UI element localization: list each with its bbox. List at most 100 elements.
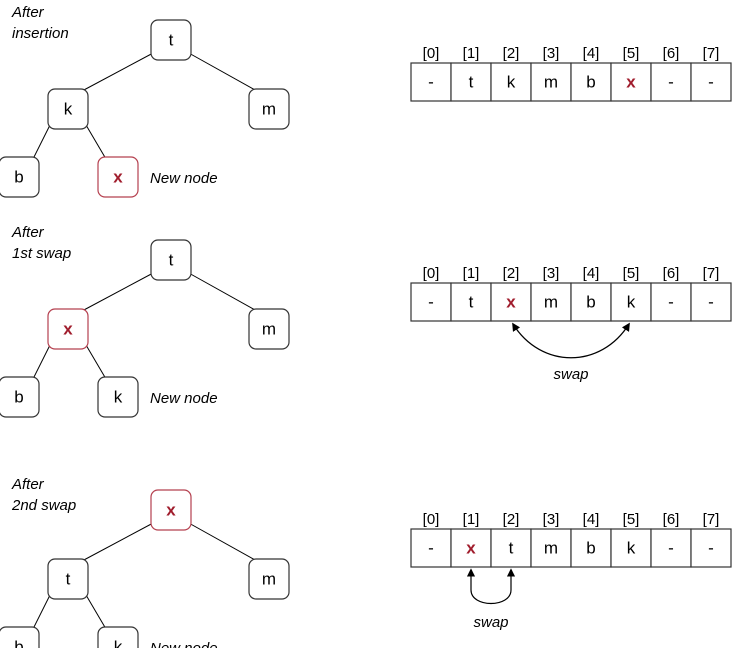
node-box xyxy=(97,376,139,418)
new-node-label: New node xyxy=(150,640,218,648)
swap-label: swap xyxy=(473,614,508,631)
array-cell xyxy=(570,282,612,322)
caption-line: After xyxy=(11,224,45,241)
array-cell-value: x xyxy=(626,73,636,92)
node-box xyxy=(150,489,192,531)
node-label: b xyxy=(14,388,23,407)
tree-node-left-right: k xyxy=(97,626,139,648)
array-cell-value: k xyxy=(627,539,636,558)
array-cell-value: - xyxy=(668,293,674,312)
array-cell xyxy=(490,62,532,102)
tree-node-left-left: b xyxy=(0,156,40,198)
tree-node-left: k xyxy=(47,88,89,130)
node-box xyxy=(47,88,89,130)
tree-edge xyxy=(85,344,107,380)
array-cell-value: b xyxy=(586,539,595,558)
swap-label: swap xyxy=(553,366,588,383)
array-cell xyxy=(690,62,732,102)
array-index-label: [5] xyxy=(623,45,640,62)
array-cell xyxy=(610,62,652,102)
node-box xyxy=(0,376,40,418)
array-cell-value: - xyxy=(668,73,674,92)
node-label: b xyxy=(14,638,23,648)
array-cell-value: t xyxy=(469,293,474,312)
array-cell xyxy=(410,282,452,322)
array-index-label: [2] xyxy=(503,265,520,282)
tree-node-left-right: k xyxy=(97,376,139,418)
array-index-label: [6] xyxy=(663,511,680,528)
tree-edge xyxy=(81,271,156,312)
array-cell-value: b xyxy=(586,73,595,92)
tree-node-right: m xyxy=(248,88,290,130)
array-index-label: [0] xyxy=(423,511,440,528)
node-label: t xyxy=(169,31,174,50)
array-index-label: [0] xyxy=(423,45,440,62)
array-cell-value: k xyxy=(627,293,636,312)
array-cell xyxy=(450,528,492,568)
tree-node-left-right: x xyxy=(97,156,139,198)
array-index-label: [1] xyxy=(463,511,480,528)
node-label: t xyxy=(66,570,71,589)
tree-node-root: t xyxy=(150,19,192,61)
array-cell xyxy=(450,62,492,102)
new-node-label: New node xyxy=(150,170,218,187)
node-box xyxy=(0,156,40,198)
array-index-label: [7] xyxy=(703,511,720,528)
array-index-label: [7] xyxy=(703,265,720,282)
heap-array: [0]-[1]t[2]k[3]m[4]b[5]x[6]-[7]- xyxy=(410,45,732,102)
array-cell-value: x xyxy=(466,539,476,558)
array-cell-value: - xyxy=(708,73,714,92)
array-cell-value: - xyxy=(428,73,434,92)
array-cell-value: - xyxy=(428,293,434,312)
tree-node-left-left: b xyxy=(0,626,40,648)
tree-edge xyxy=(85,124,107,160)
array-cell-value: - xyxy=(668,539,674,558)
new-node-label: New node xyxy=(150,390,218,407)
swap-arrow xyxy=(466,568,516,604)
tree-edge xyxy=(186,521,258,562)
tree-node-root: t xyxy=(150,239,192,281)
node-box xyxy=(97,626,139,648)
array-index-label: [3] xyxy=(543,511,560,528)
node-box xyxy=(248,558,290,600)
tree-edge xyxy=(186,271,258,312)
node-box xyxy=(97,156,139,198)
array-index-label: [4] xyxy=(583,265,600,282)
tree-node-right: m xyxy=(248,558,290,600)
tree-edge xyxy=(32,124,51,160)
array-cell-value: k xyxy=(507,73,516,92)
tree-node-right: m xyxy=(248,308,290,350)
tree-edge xyxy=(32,344,51,380)
node-box xyxy=(47,308,89,350)
node-label: x xyxy=(166,501,176,520)
array-cell-value: - xyxy=(428,539,434,558)
array-cell-value: m xyxy=(544,73,558,92)
node-box xyxy=(47,558,89,600)
node-box xyxy=(248,88,290,130)
node-box xyxy=(0,626,40,648)
array-index-label: [0] xyxy=(423,265,440,282)
array-cell xyxy=(490,528,532,568)
node-box xyxy=(150,239,192,281)
array-cell xyxy=(530,62,572,102)
tree-edge xyxy=(32,594,51,630)
array-cell-value: m xyxy=(544,539,558,558)
tree-node-root: x xyxy=(150,489,192,531)
array-index-label: [1] xyxy=(463,45,480,62)
array-cell xyxy=(610,282,652,322)
array-index-label: [7] xyxy=(703,45,720,62)
array-cell-value: b xyxy=(586,293,595,312)
array-cell xyxy=(570,528,612,568)
array-cell xyxy=(650,62,692,102)
array-cell xyxy=(490,282,532,322)
node-label: x xyxy=(63,320,73,339)
array-cell-value: - xyxy=(708,539,714,558)
array-cell xyxy=(690,282,732,322)
array-cell-value: t xyxy=(469,73,474,92)
array-index-label: [1] xyxy=(463,265,480,282)
node-label: t xyxy=(169,251,174,270)
array-cell xyxy=(410,528,452,568)
